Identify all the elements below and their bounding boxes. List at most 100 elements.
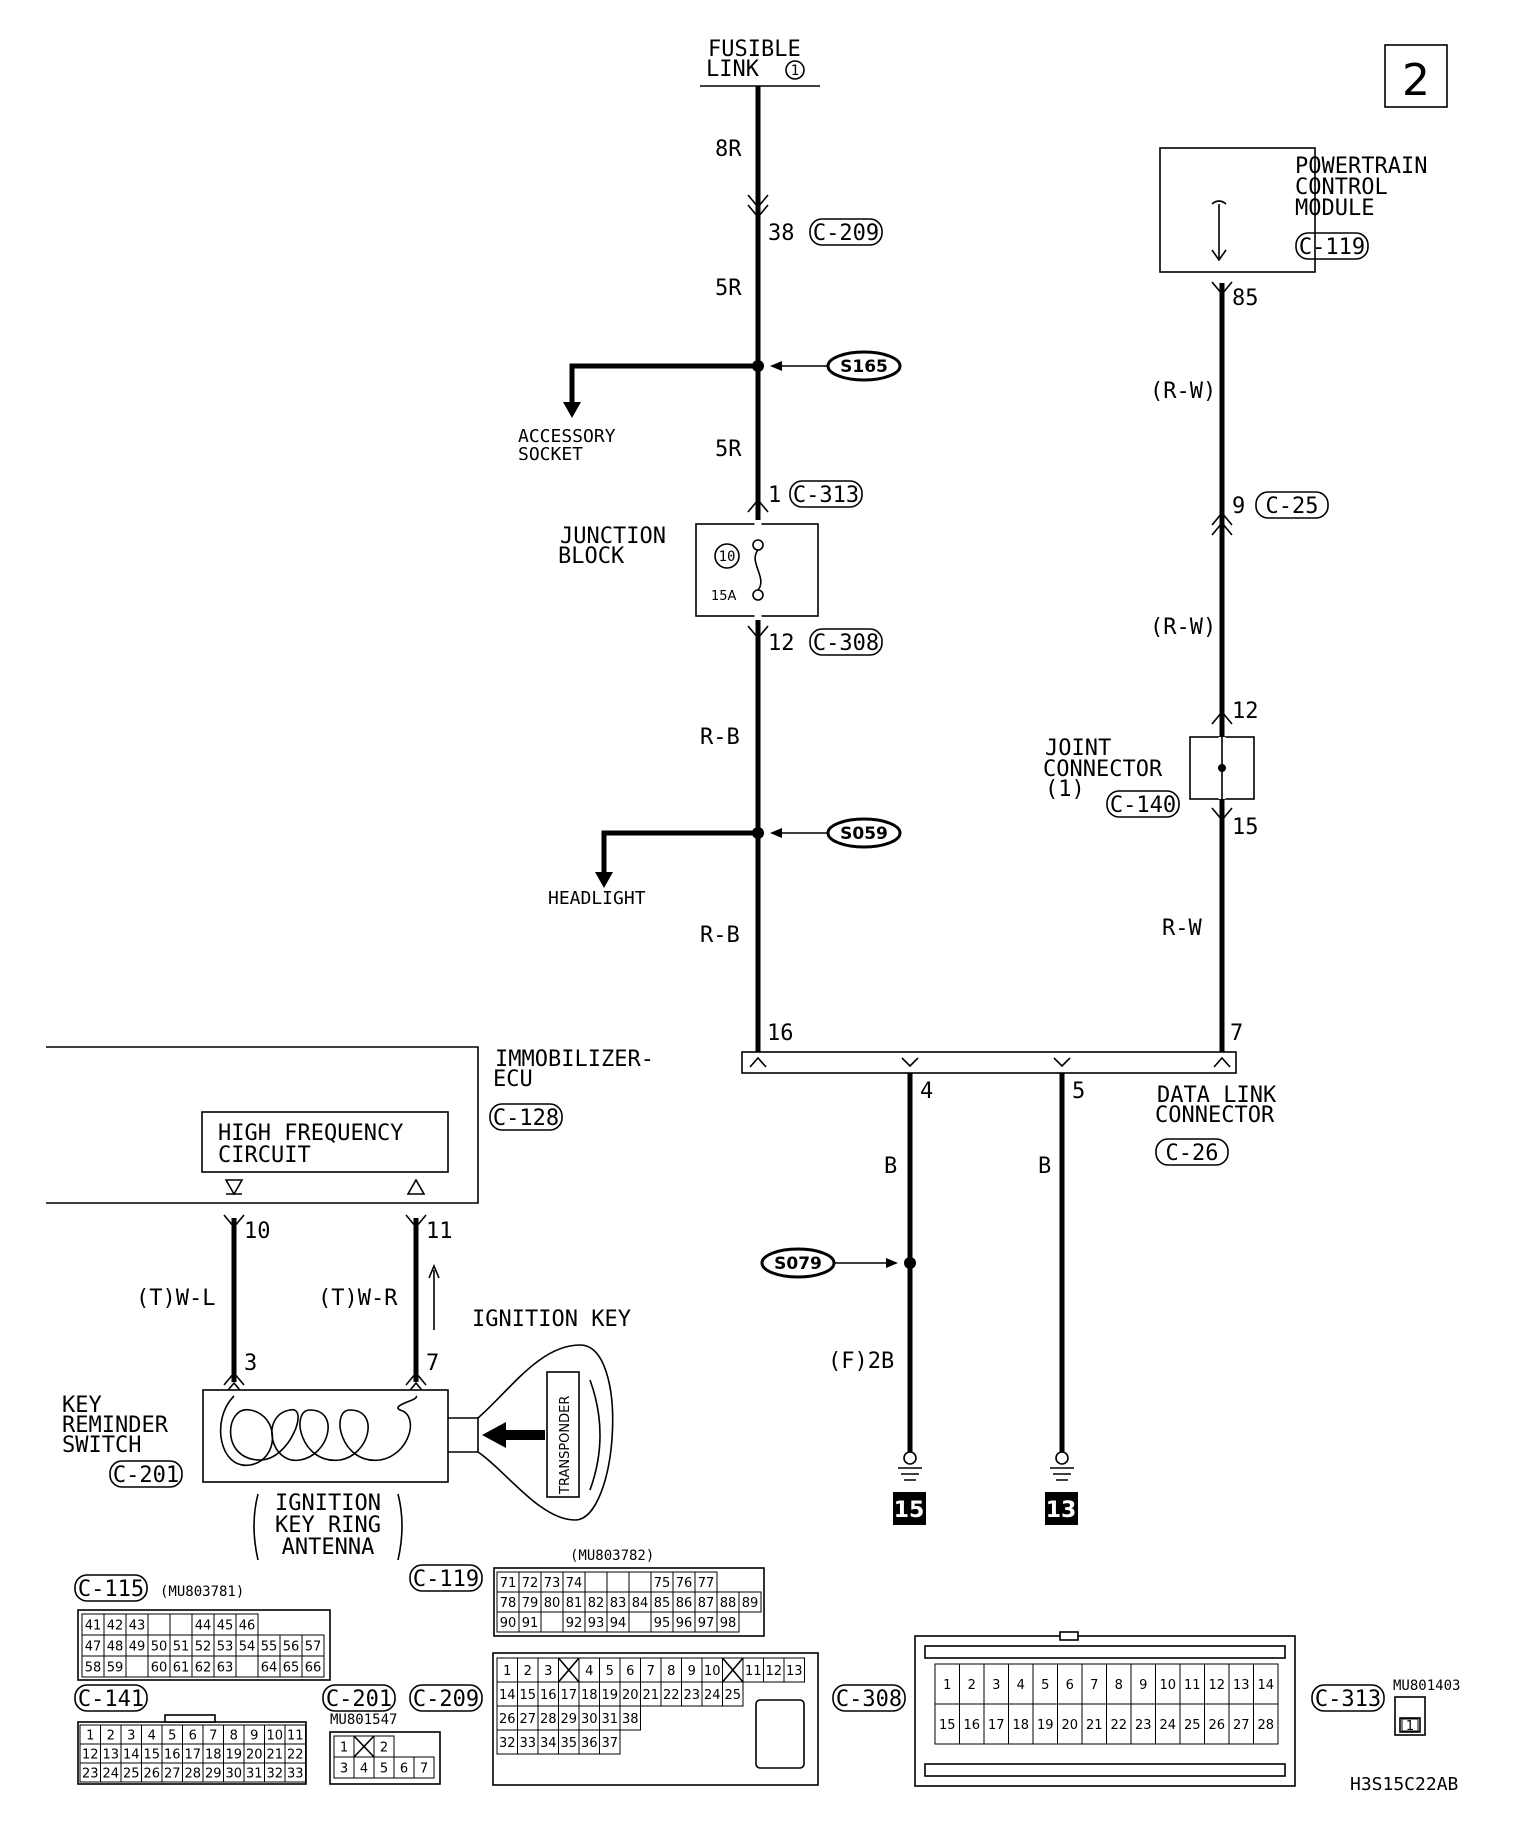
fuse-amperage: 15A	[711, 589, 737, 604]
fuse-number: 10	[719, 549, 736, 565]
pin-number: 52	[195, 1640, 212, 1655]
pin-cell	[1081, 1703, 1107, 1745]
pin-number: 37	[601, 1736, 618, 1751]
pin-number: 26	[1208, 1718, 1225, 1733]
antenna-brackets	[253, 1493, 403, 1561]
pin-number: 95	[654, 1616, 671, 1631]
pin-number: 21	[642, 1688, 659, 1703]
pin-cell	[628, 1571, 652, 1593]
c201-tag	[109, 1460, 183, 1488]
pin-cell	[413, 1756, 435, 1779]
pin-12-right: 12	[1232, 699, 1259, 724]
c119-face-tag	[409, 1564, 483, 1592]
blank-cavity	[721, 1657, 744, 1683]
antenna-label-3: ANTENNA	[282, 1535, 375, 1560]
c141-latch	[164, 1714, 216, 1723]
pin-number: 47	[85, 1640, 102, 1655]
pin-cell	[722, 1681, 744, 1707]
pin-number: 28	[184, 1767, 201, 1782]
pin-number: 8	[1115, 1678, 1123, 1693]
junction-block-label-2: BLOCK	[558, 544, 625, 569]
headlight-branch-wire	[601, 830, 758, 875]
pin-cell	[169, 1613, 193, 1636]
pin-cell	[599, 1729, 621, 1755]
pin-number: 11	[287, 1729, 304, 1744]
pin-number: 8	[667, 1664, 675, 1679]
pin-cell	[125, 1655, 149, 1678]
dlc-pin-4	[901, 1057, 919, 1068]
page-number-box	[1384, 44, 1448, 108]
pin-number: 17	[560, 1688, 577, 1703]
pin-number: 10	[1159, 1678, 1176, 1693]
pin-number: 65	[283, 1661, 300, 1676]
pin-number: 4	[1017, 1678, 1025, 1693]
ground-symbol-13	[1050, 1467, 1074, 1481]
ground-13: 13	[1046, 1498, 1077, 1523]
pin-number: 88	[720, 1596, 737, 1611]
pin-number: 80	[544, 1596, 561, 1611]
wire-F2B-label: (F)2B	[828, 1349, 894, 1374]
pin-number: 41	[85, 1619, 102, 1634]
splice-dot-s079	[904, 1257, 916, 1269]
pin-number: 61	[173, 1661, 190, 1676]
pin-7-dlc: 7	[1230, 1021, 1243, 1046]
pin-number: 31	[246, 1767, 263, 1782]
pin-number: 85	[654, 1596, 671, 1611]
c209-tag	[809, 218, 883, 246]
pin-number: 75	[654, 1576, 671, 1591]
pin-number: 26	[143, 1767, 160, 1782]
s165-pointer-head	[770, 361, 782, 371]
high-frequency-circuit-box	[201, 1111, 449, 1173]
accessory-label: ACCESSORY	[518, 426, 616, 447]
c201-part-number: MU801547	[330, 1712, 397, 1728]
pin-number: 18	[581, 1688, 598, 1703]
c313-label: C-313	[793, 483, 859, 508]
c26-tag	[1155, 1138, 1229, 1166]
c119-label: C-119	[1299, 235, 1365, 260]
pin-number: 25	[123, 1767, 140, 1782]
pin-number: 27	[1233, 1718, 1250, 1733]
pin-number: 15	[939, 1718, 956, 1733]
wire-RB-label-b: R-B	[700, 923, 740, 948]
pin-number: 82	[588, 1596, 605, 1611]
pin-cell	[606, 1571, 630, 1593]
c26-label: C-26	[1166, 1141, 1219, 1166]
pin-cell	[783, 1657, 805, 1683]
splice-s079: S079	[774, 1254, 822, 1274]
pcm-label: POWERTRAIN	[1295, 154, 1427, 179]
connector-arrow-c308	[747, 625, 769, 640]
pin-10: 10	[244, 1219, 271, 1244]
pin-number: 18	[205, 1748, 222, 1763]
c141-tag	[74, 1684, 148, 1712]
pin-number: 51	[173, 1640, 190, 1655]
pin-number: 3	[992, 1678, 1000, 1693]
pin-number: 89	[742, 1596, 759, 1611]
pin-number: 77	[698, 1576, 715, 1591]
wire-RW-label-c: R-W	[1162, 916, 1202, 941]
wire-TWL-label: (T)W-L	[136, 1286, 215, 1311]
pin-number: 90	[500, 1616, 517, 1631]
pin-number: 5	[168, 1729, 176, 1744]
c313-face-label: C-313	[1315, 1687, 1381, 1712]
pin-38: 38	[768, 221, 795, 246]
joint-label-2: CONNECTOR	[1043, 757, 1163, 782]
c308-face-tag	[832, 1684, 906, 1712]
pin-cell	[628, 1611, 652, 1633]
pin-number: 1	[503, 1664, 511, 1679]
pin-cell	[584, 1571, 608, 1593]
pin-cell	[1008, 1703, 1034, 1745]
pin-number: 45	[217, 1619, 234, 1634]
pcm-symbol	[1211, 200, 1227, 262]
fuse-element	[754, 549, 762, 591]
pin-number: 21	[266, 1748, 283, 1763]
pin-number: 6	[626, 1664, 634, 1679]
c209-face-label: C-209	[413, 1687, 479, 1712]
splice-s165: S165	[840, 357, 888, 377]
joint-pin-arrow-bottom	[1211, 807, 1233, 822]
ignition-key-label: IGNITION KEY	[472, 1307, 631, 1332]
pin-cell	[1401, 1718, 1419, 1732]
pin-number: 33	[287, 1767, 304, 1782]
pin-number: 27	[519, 1712, 536, 1727]
splice-tag-s059	[826, 817, 902, 849]
